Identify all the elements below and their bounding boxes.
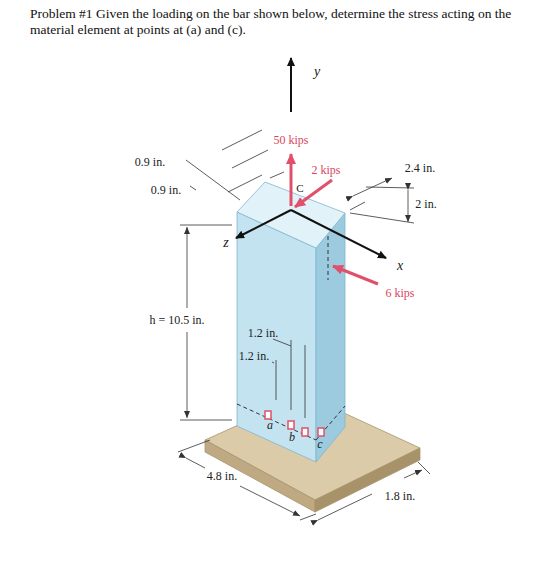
axis-label: x <box>397 259 403 273</box>
point-label: b <box>289 430 295 444</box>
dimension-label: 2.4 in. <box>405 161 435 175</box>
dimension-label: 0.9 in. <box>135 155 165 169</box>
dimension-label: 2 in. <box>415 197 436 211</box>
axis-label: y <box>314 65 320 79</box>
axis-label: z <box>223 236 228 250</box>
dimension-label: 1.2 in. <box>248 326 278 340</box>
dimension-label: 0.9 in. <box>151 183 181 197</box>
dimension-label: h = 10.5 in. <box>149 313 204 327</box>
point-label: a <box>267 418 273 432</box>
force-label: 2 kips <box>311 163 340 177</box>
force-label: 50 kips <box>271 133 310 147</box>
force-label: 6 kips <box>385 286 414 300</box>
point-label: C <box>296 181 303 195</box>
dimension-label: 1.8 in. <box>385 489 415 503</box>
dimension-label: 1.2 in. <box>239 349 269 363</box>
point-label: c <box>317 437 322 451</box>
problem-title: Problem #1 Given the loading on the bar … <box>30 6 535 38</box>
dimension-label: 4.8 in. <box>207 469 237 483</box>
